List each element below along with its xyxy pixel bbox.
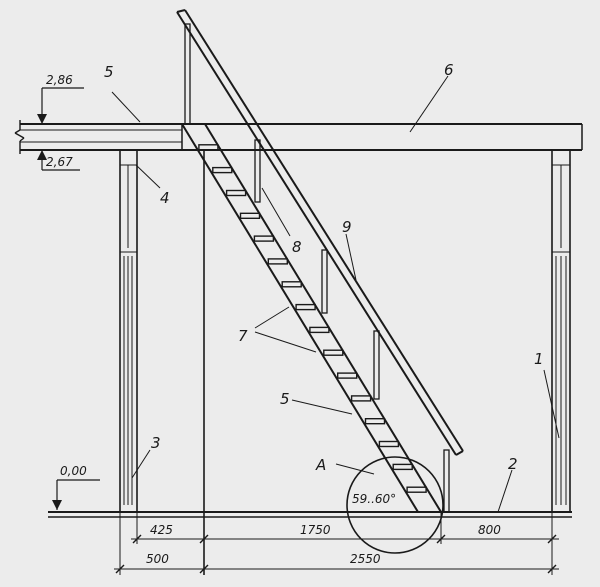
stair-stringer bbox=[181, 123, 442, 513]
left-post bbox=[119, 149, 138, 513]
level-ground-text: 0,00 bbox=[60, 464, 87, 478]
stair-tread bbox=[253, 235, 275, 242]
dim-425: 425 bbox=[150, 523, 173, 537]
callout-5-mid: 5 bbox=[280, 390, 290, 408]
dimension-lines bbox=[114, 512, 559, 575]
callout-5-top: 5 bbox=[104, 63, 114, 81]
stair-tread bbox=[281, 281, 302, 288]
stair-tread bbox=[267, 258, 288, 265]
callout-3: 3 bbox=[151, 434, 161, 452]
stair-tread bbox=[406, 486, 427, 493]
level-top-upper-text: 2,86 bbox=[46, 73, 73, 87]
stair-tread bbox=[295, 303, 316, 311]
dim-800: 800 bbox=[478, 523, 501, 537]
stair-tread bbox=[225, 189, 247, 197]
stair-tread bbox=[364, 418, 386, 425]
stair-tread bbox=[239, 212, 261, 220]
stair-tread bbox=[350, 395, 372, 402]
upper-floor-beam bbox=[14, 120, 583, 154]
level-mark-ground: 0,00 bbox=[52, 464, 100, 510]
callout-9: 9 bbox=[342, 218, 352, 236]
detail-circle-a bbox=[346, 456, 444, 554]
callout-7: 7 bbox=[238, 327, 248, 345]
stair-tread bbox=[212, 166, 233, 174]
level-mark-top-lower: 2,67 bbox=[37, 150, 80, 171]
right-post bbox=[551, 149, 571, 513]
angle-label: 59..60° bbox=[352, 492, 396, 506]
stair-tread bbox=[337, 372, 358, 379]
callout-leaders bbox=[111, 75, 560, 513]
callout-1: 1 bbox=[534, 350, 544, 368]
level-top-lower-text: 2,67 bbox=[46, 155, 73, 169]
balusters bbox=[184, 23, 450, 513]
callout-a: A bbox=[315, 456, 326, 474]
dim-2550: 2550 bbox=[350, 552, 381, 566]
callout-6: 6 bbox=[444, 61, 454, 79]
callout-8: 8 bbox=[292, 238, 302, 256]
level-mark-top-upper: 2,86 bbox=[37, 73, 84, 124]
stair-tread bbox=[392, 463, 413, 471]
dim-500: 500 bbox=[146, 552, 169, 566]
callout-4: 4 bbox=[160, 189, 170, 207]
callout-2: 2 bbox=[508, 455, 518, 473]
stair-tread bbox=[323, 349, 344, 356]
stair-treads bbox=[198, 144, 427, 493]
stair-tread bbox=[198, 144, 219, 151]
stair-tread bbox=[309, 326, 330, 334]
dim-1750: 1750 bbox=[300, 523, 331, 537]
stair-tread bbox=[378, 440, 400, 448]
handrail bbox=[176, 9, 464, 456]
